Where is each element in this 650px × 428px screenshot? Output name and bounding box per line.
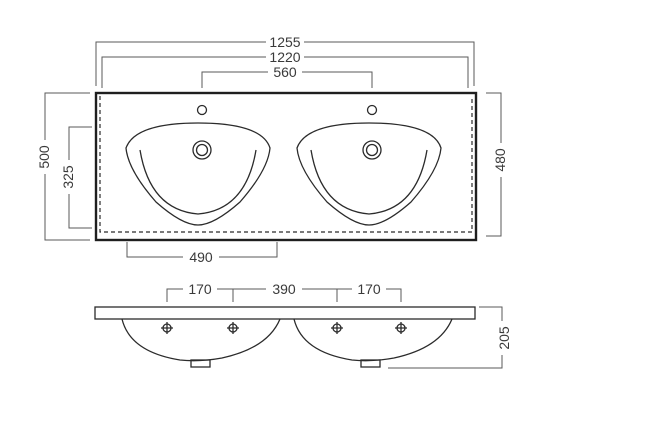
dim-label-560: 560 bbox=[273, 64, 297, 80]
dim-top-depth: 480 bbox=[486, 92, 509, 237]
right-overflow bbox=[360, 359, 381, 368]
dim-label-490: 490 bbox=[189, 249, 213, 265]
dim-top-width: 1220 bbox=[101, 49, 469, 88]
dim-overall-depth: 500 bbox=[36, 92, 90, 241]
right-bowl-profile bbox=[293, 318, 453, 362]
left-overflow bbox=[190, 359, 211, 368]
dim-label-325: 325 bbox=[60, 165, 76, 189]
dim-label-1255: 1255 bbox=[269, 34, 300, 50]
dim-label-1220: 1220 bbox=[269, 49, 300, 65]
plan-view: 1255 1220 560 500 325 48 bbox=[36, 34, 509, 265]
front-view: 170 390 170 205 bbox=[94, 281, 512, 369]
countertop-outline bbox=[94, 91, 478, 242]
dim-label-205: 205 bbox=[496, 326, 512, 350]
dim-overall-width: 1255 bbox=[95, 34, 475, 86]
fixing-point-icon bbox=[331, 322, 343, 334]
dim-label-390: 390 bbox=[272, 281, 296, 297]
dim-label-170-right: 170 bbox=[357, 281, 381, 297]
right-tap-hole bbox=[366, 104, 378, 116]
right-drain bbox=[362, 140, 382, 160]
fixing-point-icon bbox=[227, 322, 239, 334]
dim-bowl-depth: 325 bbox=[60, 126, 92, 229]
fixing-point-icon bbox=[161, 322, 173, 334]
dim-label-170-left: 170 bbox=[188, 281, 212, 297]
hidden-edge-line bbox=[99, 96, 473, 233]
dim-bowl-width: 490 bbox=[126, 242, 278, 265]
left-drain bbox=[192, 140, 212, 160]
fixing-point-icon bbox=[395, 322, 407, 334]
dim-height: 205 bbox=[388, 306, 512, 369]
dim-chain: 170 390 170 bbox=[166, 281, 402, 302]
left-basin bbox=[125, 104, 271, 226]
dim-label-480: 480 bbox=[492, 148, 508, 172]
slab-outline bbox=[94, 306, 476, 320]
dim-label-500: 500 bbox=[36, 145, 52, 169]
right-basin bbox=[296, 104, 442, 226]
dim-tap-spacing: 560 bbox=[201, 64, 373, 88]
left-bowl-profile bbox=[121, 318, 281, 362]
left-tap-hole bbox=[196, 104, 208, 116]
